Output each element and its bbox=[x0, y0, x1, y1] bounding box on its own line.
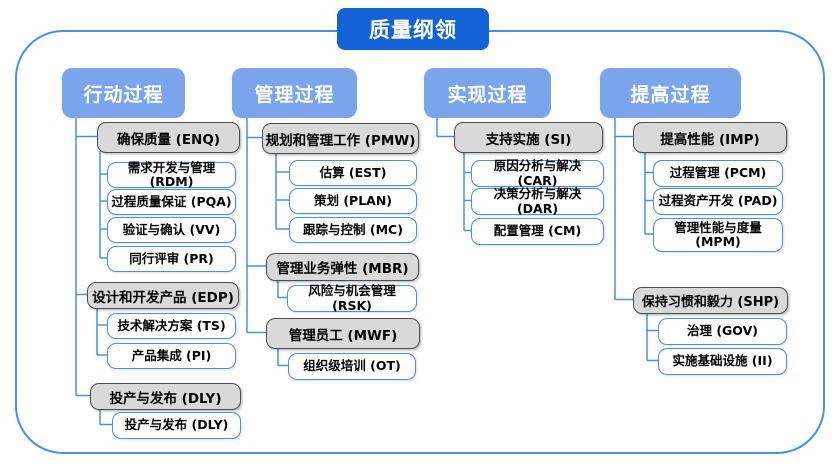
node-ts: 技术解决方案 (TS) bbox=[107, 313, 236, 339]
node-rdm: 需求开发与管理 (RDM) bbox=[107, 160, 236, 189]
node-ot: 组织级培训 (OT) bbox=[288, 353, 416, 380]
node-dar: 决策分析与解决 (DAR) bbox=[471, 186, 604, 215]
node-car: 原因分析与解决 (CAR) bbox=[471, 158, 604, 187]
node-gov: 治理 (GOV) bbox=[658, 318, 787, 345]
column-header-improvement: 提高过程 bbox=[600, 68, 741, 118]
node-dly: 投产与发布 (DLY) bbox=[112, 412, 241, 439]
node-pr: 同行评审 (PR) bbox=[107, 246, 236, 272]
node-pqa: 过程质量保证 (PQA) bbox=[107, 189, 236, 215]
group-box-edp: 设计和开发产品 (EDP) bbox=[87, 282, 239, 309]
node-rsk: 风险与机会管理 (RSK) bbox=[287, 283, 417, 312]
node-ii: 实施基础设施 (II) bbox=[658, 348, 787, 375]
node-mpm: 管理性能与度量 (MPM) bbox=[653, 218, 783, 252]
node-pcm: 过程管理 (PCM) bbox=[653, 160, 783, 187]
group-box-shp: 保持习惯和毅力 (SHP) bbox=[633, 287, 788, 314]
group-box-pmw: 规划和管理工作 (PMW) bbox=[262, 123, 419, 154]
group-box-si: 支持实施 (SI) bbox=[454, 122, 603, 153]
group-box-mwf: 管理员工 (MWF) bbox=[266, 318, 420, 349]
group-box-imp: 提高性能 (IMP) bbox=[633, 122, 787, 153]
node-pad: 过程资产开发 (PAD) bbox=[653, 188, 783, 215]
group-box-enq: 确保质量 (ENQ) bbox=[97, 122, 240, 153]
title-badge: 质量纲领 bbox=[337, 8, 489, 50]
column-header-action: 行动过程 bbox=[62, 68, 185, 118]
group-box-mbr: 管理业务弹性 (MBR) bbox=[266, 253, 419, 281]
group-box-dly: 投产与发布 (DLY) bbox=[90, 383, 241, 410]
column-header-realization: 实现过程 bbox=[424, 68, 551, 118]
node-plan: 策划 (PLAN) bbox=[289, 188, 417, 214]
column-header-management: 管理过程 bbox=[232, 68, 357, 118]
node-cm: 配置管理 (CM) bbox=[471, 218, 604, 245]
node-est: 估算 (EST) bbox=[289, 160, 417, 186]
node-pi: 产品集成 (PI) bbox=[107, 343, 236, 369]
node-vv: 验证与确认 (VV) bbox=[107, 217, 236, 243]
node-mc: 跟踪与控制 (MC) bbox=[289, 217, 417, 243]
